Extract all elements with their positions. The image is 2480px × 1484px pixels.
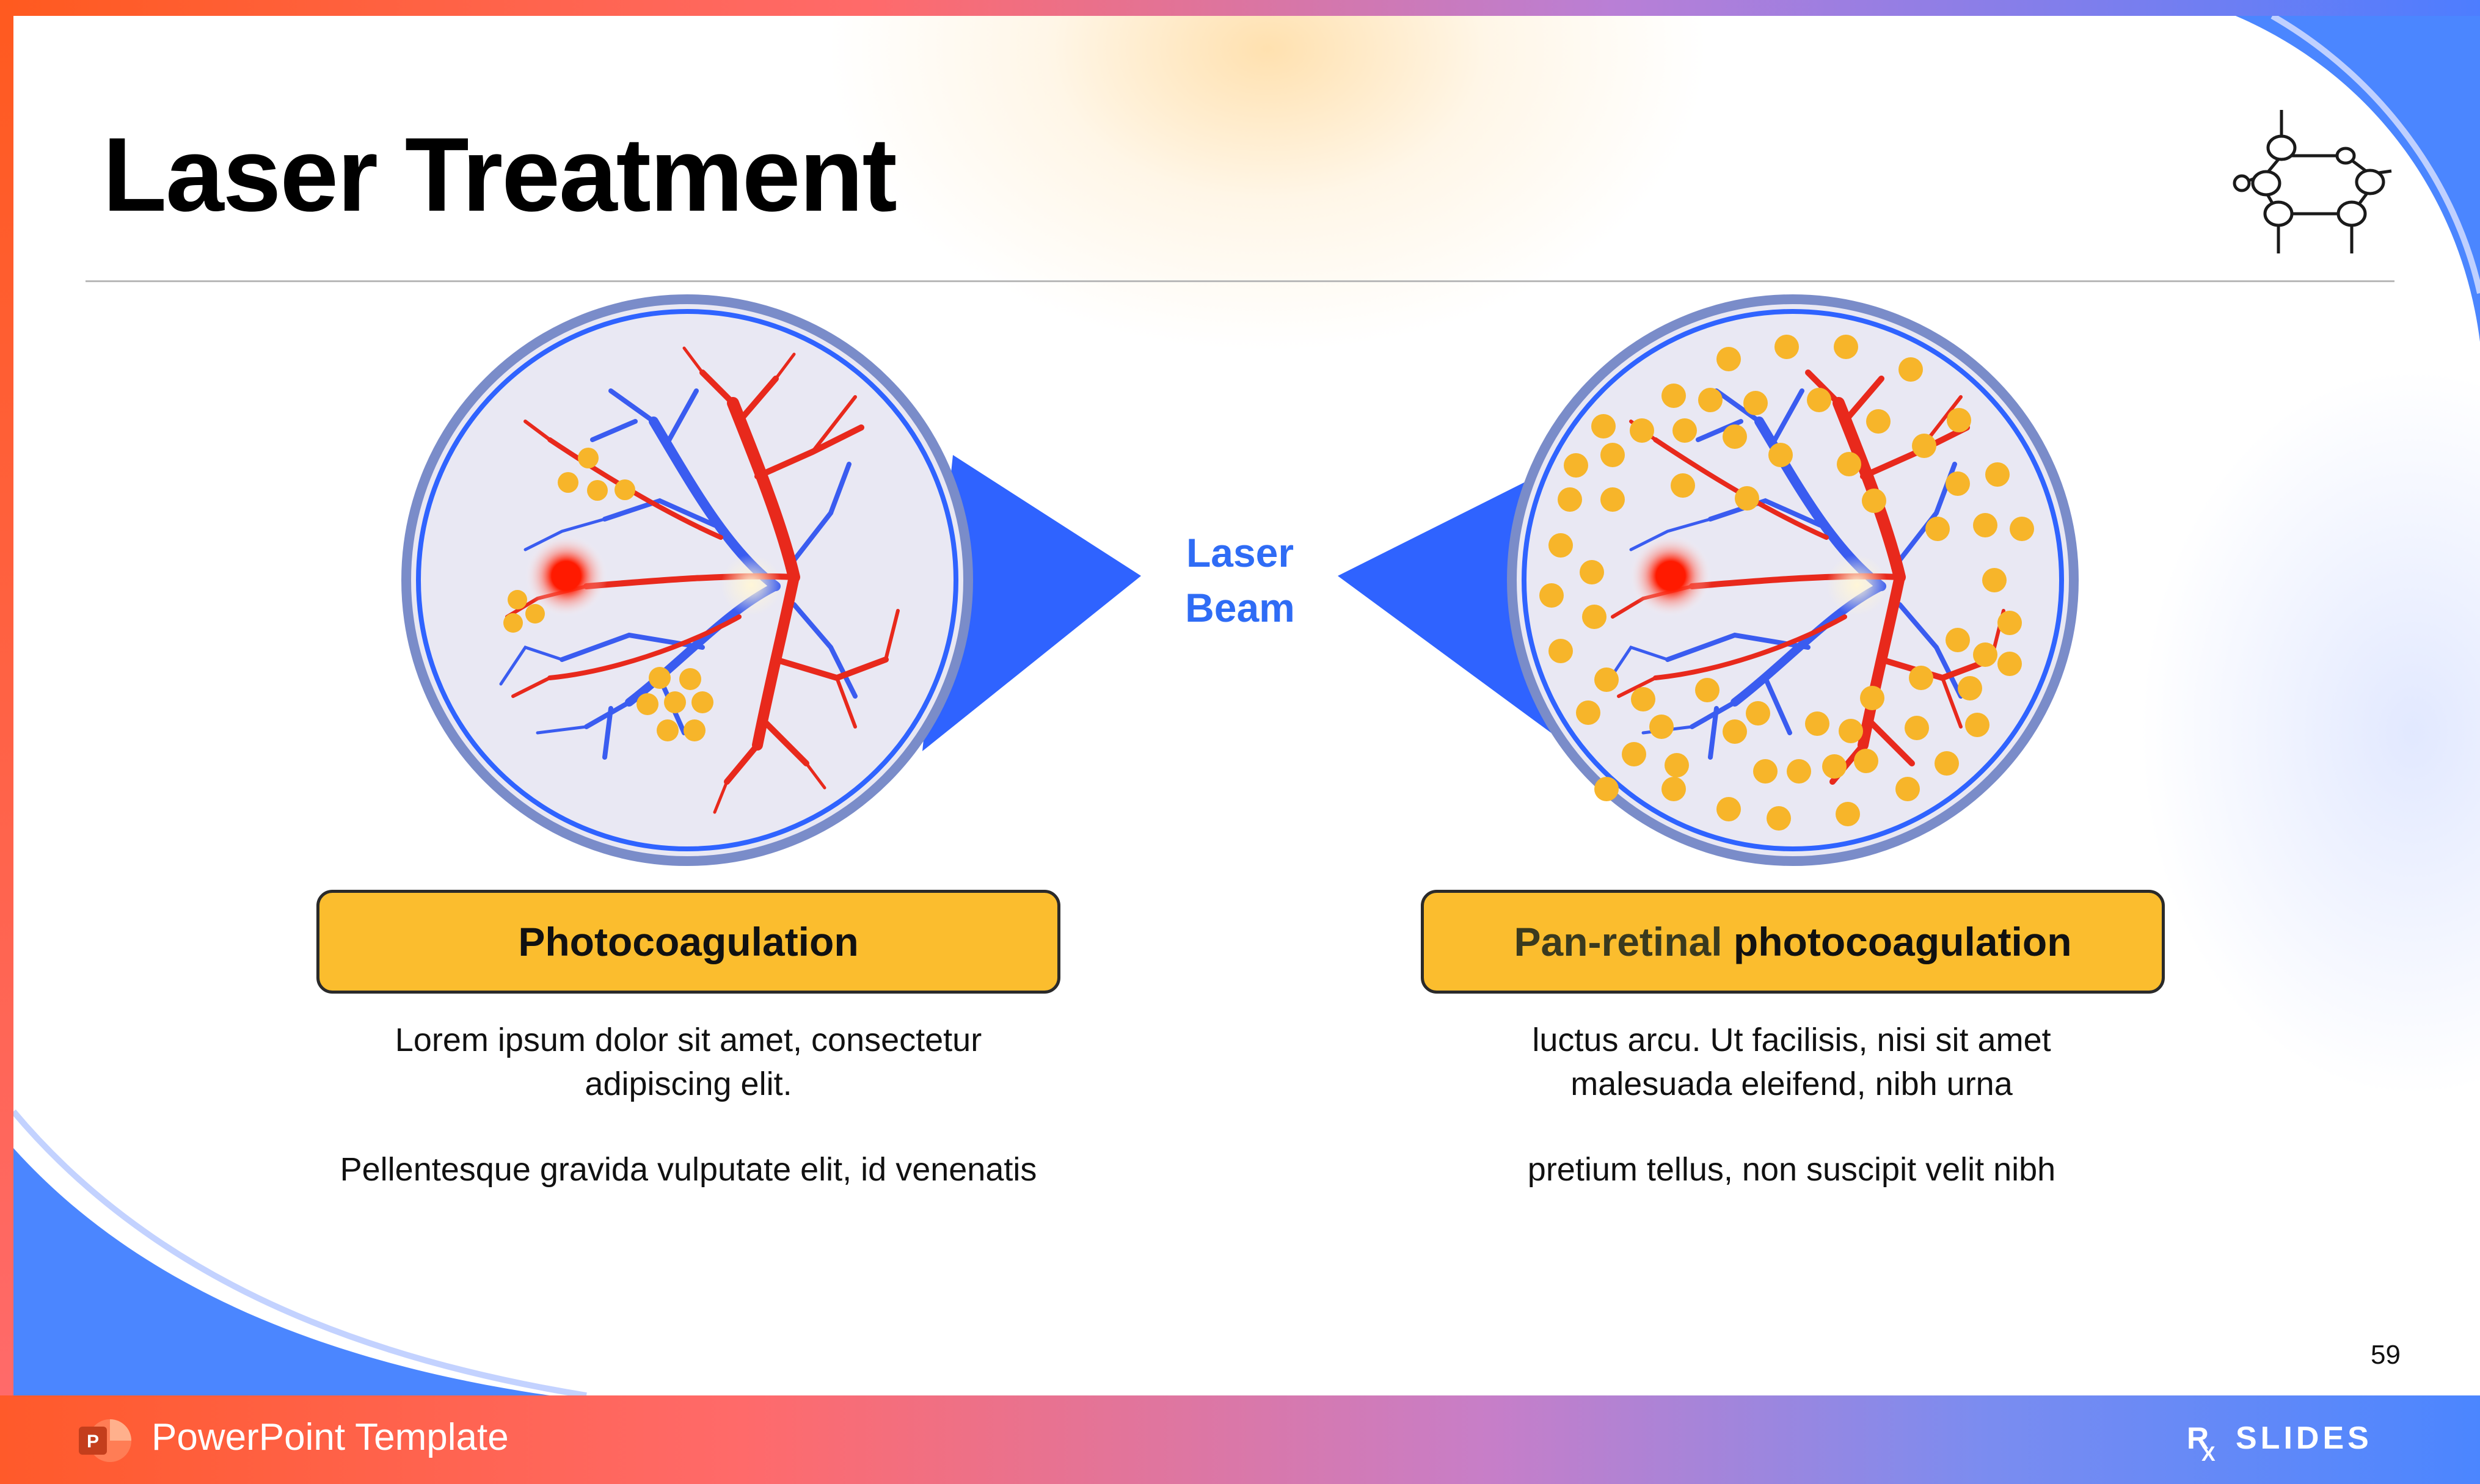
pan-retinal-photocoagulation-label: Pan-retinal photocoagulation [1421,890,2165,994]
svg-text:X: X [2201,1442,2216,1463]
pan-retinal-text: Pan-retinal [1514,919,1723,964]
rx-slides-logo: R X SLIDES [2187,1420,2372,1463]
photocoagulation-label: Photocoagulation [316,890,1060,994]
svg-text:R: R [2187,1421,2209,1455]
title-divider [86,280,2394,282]
molecule-icon [2233,110,2392,253]
footer-bar [0,1395,2480,1484]
desc-left-line1: Lorem ipsum dolor sit amet, consectetur [395,1022,982,1058]
desc-right-line1: luctus arcu. Ut facilisis, nisi sit amet [1532,1022,2051,1058]
laser-spots-right [1539,335,2034,831]
laser-beam-label: Laser Beam [1136,525,1344,635]
desc-right-line2: malesuada eleifend, nibh urna [1570,1066,2013,1102]
retina-illustrations [401,294,2079,866]
laser-beam-left [922,455,1141,751]
top-accent-strip [0,0,2480,16]
laser-target-spot-left [525,534,608,617]
photocoagulation-text: photocoagulation [1733,919,2072,964]
desc-left-line3: Pellentesque gravida vulputate elit, id … [340,1151,1037,1188]
retina-left [401,294,1141,866]
page-number: 59 [2371,1340,2401,1370]
left-accent-strip [0,0,13,1399]
footer-label: PowerPoint Template [151,1416,509,1458]
retina-right [1338,294,2079,866]
laser-spots-left [503,448,713,741]
laser-label-line2: Beam [1185,585,1295,630]
svg-text:SLIDES: SLIDES [2236,1420,2372,1456]
laser-label-line1: Laser [1186,530,1294,575]
desc-left-line2: adipiscing elit. [585,1066,792,1102]
photocoagulation-description: Lorem ipsum dolor sit amet, consectetur … [291,1018,1085,1191]
photocoagulation-label-text: Photocoagulation [518,919,859,964]
svg-text:P: P [87,1431,99,1452]
desc-right-line3: pretium tellus, non suscipit velit nibh [1527,1151,2056,1188]
powerpoint-icon: P [79,1419,131,1462]
laser-target-spot-right [1629,534,1712,617]
slide-title: Laser Treatment [103,116,897,233]
pan-retinal-description: luctus arcu. Ut facilisis, nisi sit amet… [1395,1018,2189,1191]
